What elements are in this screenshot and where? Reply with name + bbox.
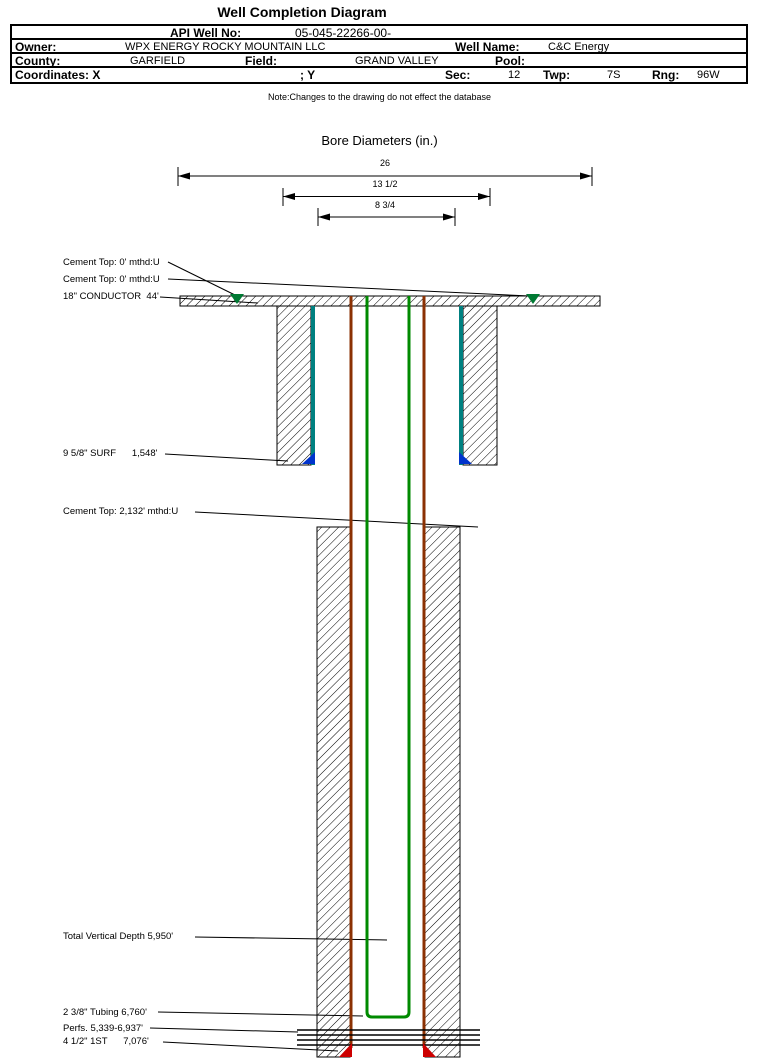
surface-casing-wall-right [459, 306, 463, 465]
surface-casing-wall-left [311, 306, 315, 465]
surface-casing-shoe-right-icon [459, 452, 472, 464]
header-row-county: County: GARFIELD Field: GRAND VALLEY Poo… [12, 54, 746, 68]
header-row-coordinates: Coordinates: X ; Y Sec: 12 Twp: 7S Rng: … [12, 68, 746, 82]
header-row-owner: Owner: WPX ENERGY ROCKY MOUNTAIN LLC Wel… [12, 40, 746, 54]
bore-diameter-8threequarter-label: 8 3/4 [374, 200, 396, 210]
api-label: API Well No: [170, 26, 242, 40]
pool-label: Pool: [495, 54, 525, 68]
rng-value: 96W [697, 69, 720, 81]
bore-diameters-title: Bore Diameters (in.) [321, 133, 438, 148]
database-note: Note:Changes to the drawing do not effec… [268, 92, 491, 102]
production-casing-shoe-right-icon [423, 1043, 436, 1057]
production-casing-shoe-left-icon [339, 1043, 352, 1057]
page-title: Well Completion Diagram [217, 4, 387, 20]
annotation-cement-top-0a: Cement Top: 0' mthd:U [63, 257, 160, 268]
rng-label: Rng: [652, 68, 680, 82]
cement-top-marker-left-icon [230, 294, 244, 304]
owner-value: WPX ENERGY ROCKY MOUNTAIN LLC [125, 41, 326, 53]
annotation-tubing: 2 3/8" Tubing 6,760' [63, 1007, 147, 1018]
surface-conductor-bar [179, 295, 601, 307]
annotation-surface-casing: 9 5/8" SURF 1,548' [63, 448, 158, 459]
surface-cement-left [276, 305, 312, 466]
county-value: GARFIELD [130, 55, 186, 67]
bore-diameter-13half-label: 13 1/2 [372, 179, 398, 189]
field-value: GRAND VALLEY [355, 55, 439, 67]
production-cement-left [316, 526, 351, 1058]
dimension-line-8threequarter [317, 208, 456, 226]
annotation-perfs: Perfs. 5,339-6,937' [63, 1023, 143, 1034]
cement-top-marker-right-icon [526, 294, 540, 304]
tubing-string [365, 296, 411, 1019]
annotation-cement-top-2132: Cement Top: 2,132' mthd:U [63, 506, 179, 517]
production-cement-right [424, 526, 461, 1058]
header-row-api: API Well No: 05-045-22266-00- [12, 26, 746, 40]
annotation-total-vertical-depth: Total Vertical Depth 5,950' [63, 931, 174, 942]
sec-value: 12 [508, 69, 521, 81]
surface-cement-right [462, 305, 498, 466]
well-name-value: C&C Energy [548, 41, 610, 53]
county-label: County: [15, 54, 61, 68]
coordinates-label: Coordinates: X [15, 68, 101, 82]
annotation-cement-top-0b: Cement Top: 0' mthd:U [63, 274, 160, 285]
twp-label: Twp: [543, 68, 571, 82]
owner-label: Owner: [15, 40, 57, 54]
annotation-leader-lines [149, 261, 531, 1052]
well-name-label: Well Name: [455, 40, 520, 54]
perforation-lines [297, 1029, 480, 1046]
twp-value: 7S [607, 69, 621, 81]
dimension-line-13half [282, 188, 491, 206]
dimension-line-26 [177, 167, 593, 186]
api-value: 05-045-22266-00- [295, 26, 392, 40]
header-table: API Well No: 05-045-22266-00- Owner: WPX… [10, 24, 748, 84]
annotation-conductor: 18" CONDUCTOR 44' [63, 291, 159, 302]
sec-label: Sec: [445, 68, 471, 82]
field-label: Field: [245, 54, 277, 68]
annotation-production-casing: 4 1/2" 1ST 7,076' [63, 1036, 149, 1047]
surface-casing-shoe-left-icon [302, 452, 315, 464]
bore-diameter-26-label: 26 [379, 158, 390, 168]
coordinates-y-label: ; Y [300, 68, 316, 82]
